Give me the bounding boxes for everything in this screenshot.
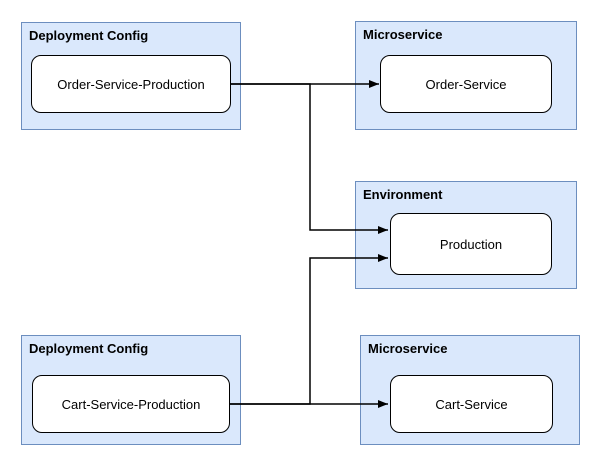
node-cart-service: Cart-Service bbox=[390, 375, 553, 433]
group-label: Deployment Config bbox=[29, 341, 149, 356]
group-label: Microservice bbox=[363, 27, 443, 42]
group-label: Environment bbox=[363, 187, 443, 202]
node-order-service-production: Order-Service-Production bbox=[31, 55, 231, 113]
node-order-service: Order-Service bbox=[380, 55, 552, 113]
group-label: Microservice bbox=[368, 341, 448, 356]
node-cart-service-production: Cart-Service-Production bbox=[32, 375, 230, 433]
node-production: Production bbox=[390, 213, 552, 275]
group-label: Deployment Config bbox=[29, 28, 149, 43]
